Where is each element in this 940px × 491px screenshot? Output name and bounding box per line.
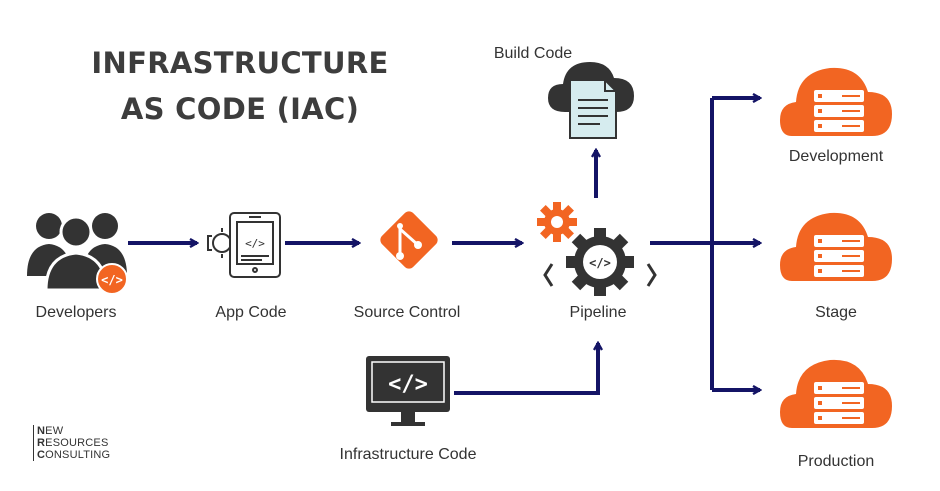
- label-infrastructure-code: Infrastructure Code: [339, 446, 477, 463]
- company-logo: NEW RESOURCES CONSULTING: [33, 425, 110, 461]
- logo-line-1: NEW: [37, 425, 64, 437]
- git-icon: [380, 211, 438, 269]
- svg-text:</>: </>: [245, 237, 265, 250]
- cloud-server-icon: [780, 212, 892, 281]
- label-pipeline: Pipeline: [569, 304, 627, 321]
- gears-icon: </>: [537, 202, 657, 296]
- logo-line-2: RESOURCES: [37, 437, 109, 449]
- cloud-server-icon: [780, 67, 892, 136]
- title-line-2: AS CODE (IAC): [120, 92, 360, 126]
- label-development: Development: [788, 148, 884, 165]
- arrow-infra-to-pipeline: [454, 343, 598, 395]
- terminal-monitor-icon: </>: [366, 356, 450, 426]
- page-title: INFRASTRUCTURE AS CODE (IAC): [60, 40, 420, 132]
- app-code-icon: </>: [207, 212, 281, 278]
- svg-text:</>: </>: [589, 256, 611, 270]
- cloud-document-icon: [548, 62, 634, 139]
- label-source-control: Source Control: [353, 304, 461, 321]
- label-stage: Stage: [815, 304, 857, 321]
- label-build-code: Build Code: [493, 45, 573, 62]
- developers-icon: </>: [27, 213, 128, 295]
- title-line-1: INFRASTRUCTURE: [91, 46, 389, 80]
- label-production: Production: [797, 453, 875, 470]
- cloud-server-icon: [780, 359, 892, 428]
- svg-text:</>: </>: [388, 372, 428, 397]
- logo-line-3: CONSULTING: [37, 449, 111, 461]
- svg-text:</>: </>: [101, 273, 123, 287]
- label-app-code: App Code: [215, 304, 287, 321]
- connectors: [128, 98, 760, 395]
- label-developers: Developers: [35, 304, 117, 321]
